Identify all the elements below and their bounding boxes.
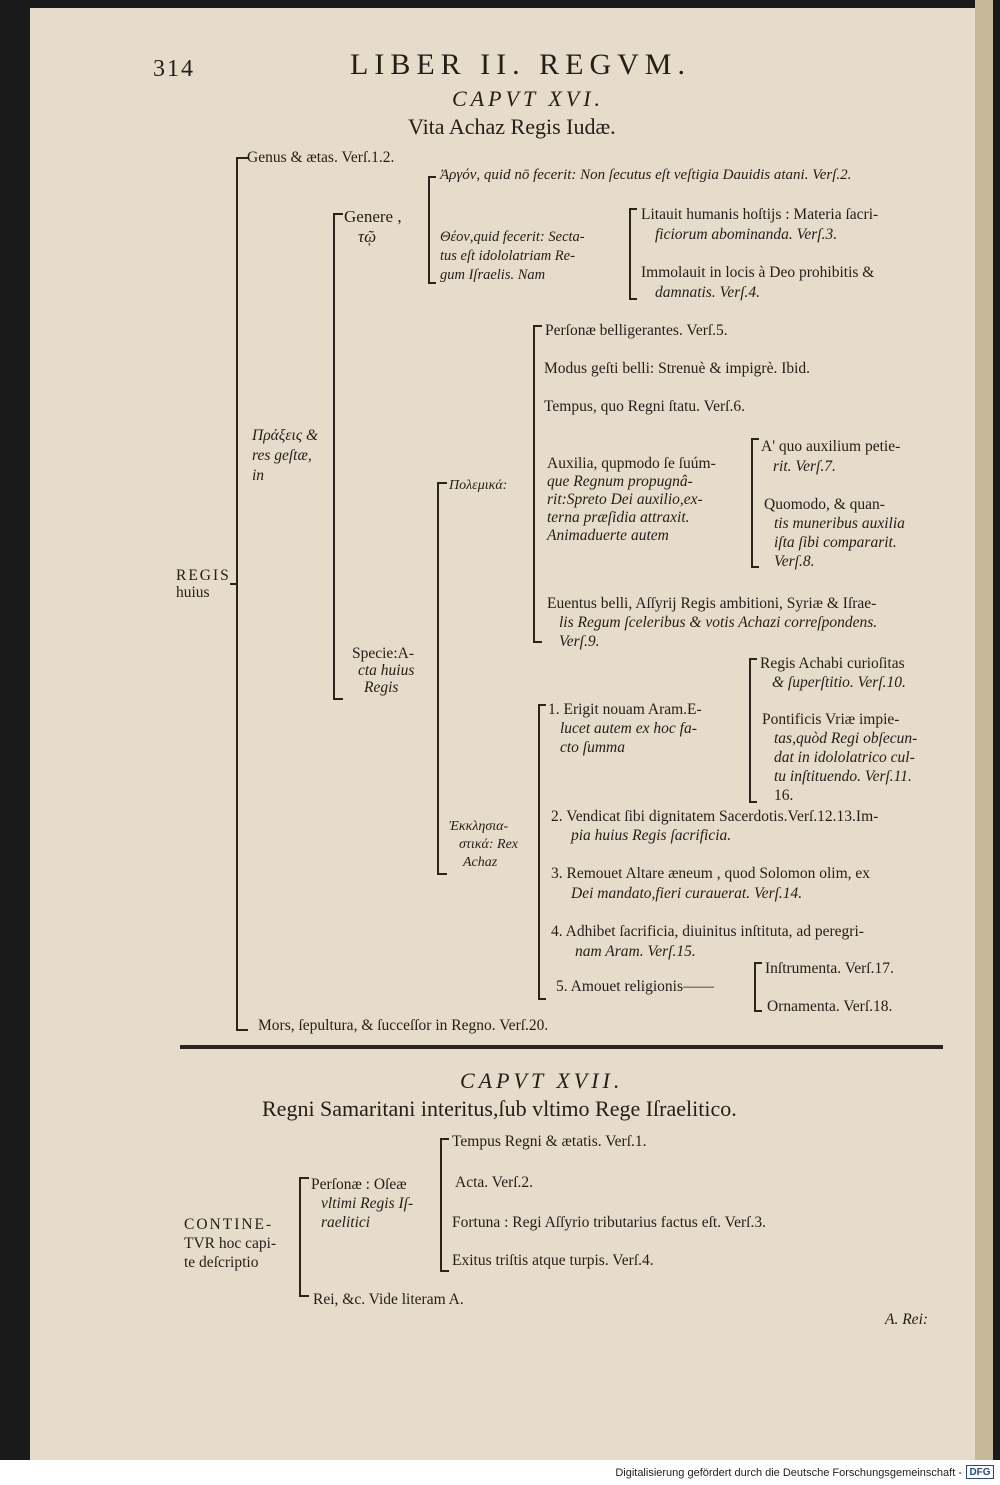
bracket-polemika xyxy=(533,325,535,643)
ekklesiastika-label: Ἐκκλησια- στικά: Rex Achaz xyxy=(449,819,519,870)
bracket-praxeis-top xyxy=(333,213,343,215)
bracket-erigit xyxy=(749,658,751,803)
bracket-c17-personae xyxy=(440,1138,442,1272)
bracket-auxilia xyxy=(751,438,753,568)
page-number: 314 xyxy=(153,56,195,82)
regis-achabi-item: Regis Achabi curioſitas & ſuperſtitio. V… xyxy=(760,655,906,691)
c17-acta-item: Acta. Verſ.2. xyxy=(455,1174,534,1191)
polemika-label: Πολεμικά: xyxy=(449,478,508,493)
bracket-genere-top xyxy=(428,176,436,178)
c17-personae-label: Perſonæ : Oſeæ vltimi Regis Iſ- raelitic… xyxy=(311,1176,414,1231)
c17-exitus-item: Exitus triſtis atque turpis. Verſ.4. xyxy=(452,1252,654,1269)
bracket-auxilia-bottom xyxy=(751,566,759,568)
dfg-logo: DFG xyxy=(966,1465,994,1479)
bracket-ekklesiastika xyxy=(538,704,540,1000)
chapter-17-heading: CAPVT XVII. xyxy=(460,1068,624,1093)
bracket-c17-personae-top xyxy=(440,1138,449,1140)
bracket-polemika-bottom xyxy=(533,641,542,643)
argon-item: Ἀργόν, quid nō fecerit: Non ſecutus eſt … xyxy=(440,167,852,183)
bracket-root-tick xyxy=(230,583,238,585)
bracket-c17-root-bottom xyxy=(299,1295,309,1297)
praxeis-label: Πράξεις & res geſtæ, in xyxy=(252,427,319,484)
c17-fortuna-item: Fortuna : Regi Aſſyrio tributarius factu… xyxy=(452,1214,766,1231)
genere-label: Genere , τῷ xyxy=(344,207,402,246)
immolauit-item: Immolauit in locis à Deo prohibitis & da… xyxy=(641,264,875,301)
a-quo-item: A' quo auxilium petie- rit. Verſ.7. xyxy=(761,438,901,475)
quomodo-item: Quomodo, & quan- tis muneribus auxilia i… xyxy=(764,496,905,570)
root-label: REGIS huius xyxy=(176,567,231,602)
bracket-ergon-top xyxy=(629,208,637,210)
footer-credit: Digitalisierung gefördert durch die Deut… xyxy=(615,1467,962,1479)
bracket-c17-root-top xyxy=(299,1177,309,1179)
chapter-16-title: Vita Achaz Regis Iudæ. xyxy=(408,114,616,139)
bracket-ekklesiastika-bottom xyxy=(538,998,546,1000)
instrumenta-item: Inſtrumenta. Verſ.17. xyxy=(765,960,894,977)
bracket-specie-top xyxy=(437,482,447,484)
chapter-16-heading: CAPVT XVI. xyxy=(452,86,605,111)
adhibet-item: 4. Adhibet ſacrificia, diuinitus inſtitu… xyxy=(551,923,864,960)
bracket-specie xyxy=(437,482,439,875)
chapter-17-title: Regni Samaritani interitus,ſub vltimo Re… xyxy=(262,1096,737,1121)
bracket-c17-personae-bottom xyxy=(440,1270,449,1272)
c17-tempus-item: Tempus Regni & ætatis. Verſ.1. xyxy=(452,1133,647,1150)
bracket-root-top xyxy=(236,157,248,159)
vendicat-item: 2. Vendicat ſibi dignitatem Sacerdotis.V… xyxy=(551,808,879,844)
tempus-item: Tempus, quo Regni ſtatu. Verſ.6. xyxy=(544,398,745,415)
bracket-polemika-top xyxy=(533,325,542,327)
c17-root-label: CONTINE- TVR hoc capi- te deſcriptio xyxy=(184,1216,277,1271)
bracket-genere-bottom xyxy=(428,282,436,284)
bracket-root-bottom xyxy=(236,1029,248,1031)
mors-item: Mors, ſepultura, & ſucceſſor in Regno. V… xyxy=(258,1017,549,1034)
ornamenta-item: Ornamenta. Verſ.18. xyxy=(767,998,893,1015)
bracket-amouet-bottom xyxy=(754,1010,762,1012)
pontificis-item: Pontificis Vriæ impie- tas,quòd Regi obſ… xyxy=(762,711,918,804)
bracket-root xyxy=(236,157,238,1031)
ergon-item: Θέον,quid fecerit: Secta- tus eſt idolol… xyxy=(440,229,585,283)
erigit-item: 1. Erigit nouam Aram.E- lucet autem ex h… xyxy=(548,701,702,756)
bracket-auxilia-top xyxy=(751,438,759,440)
bracket-amouet xyxy=(754,962,756,1012)
bracket-genere xyxy=(428,176,430,284)
bracket-ergon xyxy=(629,208,631,300)
bracket-praxeis-bottom xyxy=(333,698,343,700)
remouet-item: 3. Remouet Altare æneum , quod Solomon o… xyxy=(551,865,871,902)
auxilia-item: Auxilia, qupmodo ſe ſuúm- que Regnum pro… xyxy=(547,455,716,544)
bracket-erigit-bottom xyxy=(749,801,757,803)
catchword: A. Rei: xyxy=(885,1311,929,1328)
specie-label: Specie:A- cta huius Regis xyxy=(352,645,415,696)
genus-item: Genus & ætas. Verſ.1.2. xyxy=(247,149,395,166)
bracket-specie-bottom xyxy=(437,873,447,875)
personae-item: Perſonæ belligerantes. Verſ.5. xyxy=(545,322,728,339)
euentus-item: Euentus belli, Aſſyrij Regis ambitioni, … xyxy=(547,595,878,650)
running-head: LIBER II. REGVM. xyxy=(350,48,691,81)
section-divider xyxy=(180,1045,943,1049)
litauit-item: Litauit humanis hoſtijs : Materia ſacri-… xyxy=(641,206,879,243)
bracket-amouet-top xyxy=(754,962,762,964)
bracket-ekklesiastika-top xyxy=(538,704,546,706)
modus-item: Modus geſti belli: Strenuè & impigrè. Ib… xyxy=(544,360,811,377)
digitization-footer: Digitalisierung gefördert durch die Deut… xyxy=(0,1460,1000,1485)
amouet-item: 5. Amouet religionis—— xyxy=(556,978,715,995)
bracket-erigit-top xyxy=(749,658,757,660)
bracket-praxeis xyxy=(333,213,335,700)
bracket-c17-root xyxy=(299,1177,301,1297)
page-edge xyxy=(975,0,993,1460)
c17-rei-item: Rei, &c. Vide literam A. xyxy=(313,1291,464,1308)
book-page xyxy=(30,8,992,1460)
bracket-ergon-bottom xyxy=(629,298,637,300)
